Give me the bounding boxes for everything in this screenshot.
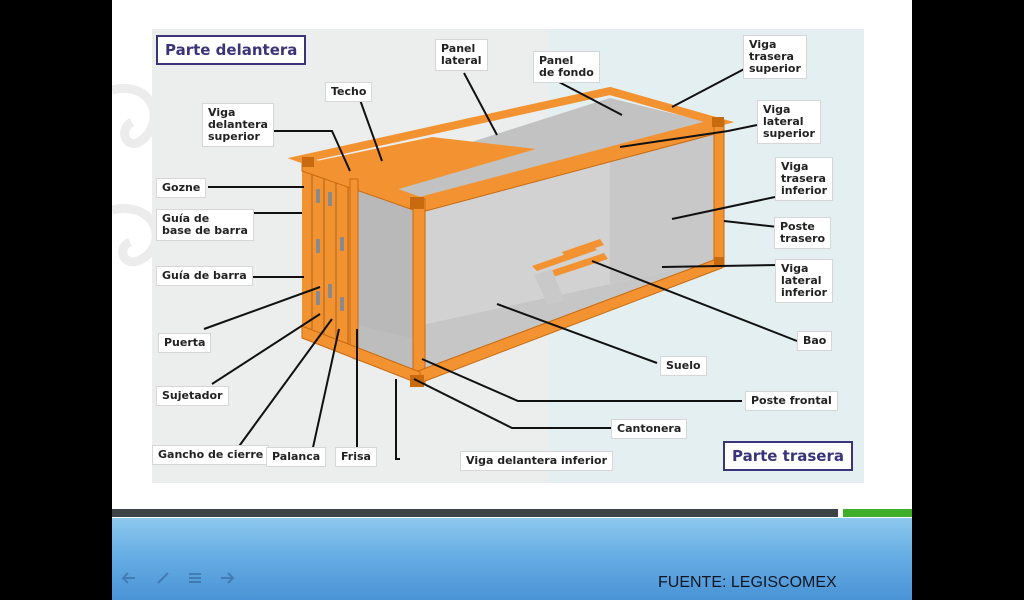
footer-bar-dark	[112, 509, 838, 517]
label-puerta: Puerta	[158, 333, 212, 353]
label-gozne: Gozne	[156, 178, 207, 198]
label-guia-de-base-de-barra: Guía de base de barra	[156, 209, 254, 241]
footer-band	[112, 518, 912, 600]
front-title: Parte delantera	[156, 35, 307, 65]
ceiling-panel	[352, 98, 719, 207]
label-frisa: Frisa	[335, 447, 377, 467]
label-techo: Techo	[325, 82, 373, 102]
floor-panel	[352, 260, 719, 379]
front-corner-post	[412, 198, 426, 385]
footer-bar-green	[843, 509, 912, 517]
roof-orange	[312, 137, 536, 191]
forward-arrow-icon[interactable]	[220, 572, 234, 584]
label-viga-trasera-inferior: Viga trasera inferior	[775, 157, 834, 201]
label-viga-delantera-inferior: Viga delantera inferior	[460, 451, 613, 471]
label-suelo: Suelo	[660, 356, 707, 376]
menu-icon[interactable]	[188, 572, 202, 584]
label-viga-lateral-superior: Viga lateral superior	[757, 100, 821, 144]
label-viga-delantera-superior: Viga delantera superior	[202, 103, 274, 147]
label-sujetador: Sujetador	[156, 386, 229, 406]
swirl-decoration	[112, 83, 161, 267]
label-guia-de-barra: Guía de barra	[156, 266, 253, 286]
label-viga-trasera-superior: Viga trasera superior	[743, 35, 807, 79]
slide: Parte delantera Parte trasera Panel late…	[112, 0, 912, 600]
rear-title: Parte trasera	[723, 441, 853, 471]
label-palanca: Palanca	[266, 447, 327, 467]
bao-bar-2	[547, 253, 608, 278]
bao-bracket	[534, 269, 564, 305]
label-bao: Bao	[797, 331, 833, 351]
pen-icon[interactable]	[156, 572, 170, 584]
rear-corner-post	[713, 120, 725, 268]
container-figure: Parte delantera Parte trasera Panel late…	[152, 29, 864, 483]
label-panel-de-fondo: Panel de fondo	[533, 51, 600, 83]
bao-bar-3	[562, 239, 604, 258]
label-poste-frontal: Poste frontal	[745, 391, 838, 411]
label-viga-lateral-inferior: Viga lateral inferior	[775, 259, 834, 303]
label-poste-trasero: Poste trasero	[774, 217, 832, 249]
label-gancho-de-cierre: Gancho de cierre	[152, 445, 270, 465]
back-arrow-icon[interactable]	[122, 572, 136, 584]
label-cantonera: Cantonera	[611, 419, 688, 439]
front-door-post	[349, 178, 359, 355]
label-panel-lateral: Panel lateral	[435, 39, 488, 71]
source-credit: FUENTE: LEGISCOMEX	[658, 574, 837, 591]
container-diagram	[203, 66, 798, 460]
